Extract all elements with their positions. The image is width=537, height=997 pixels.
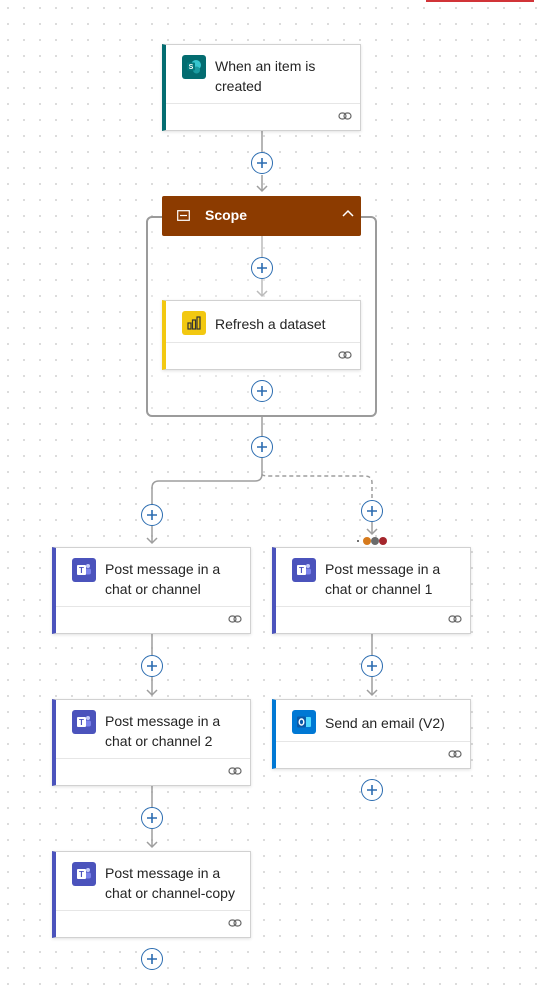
add-step-button[interactable] bbox=[251, 152, 273, 174]
add-step-button[interactable] bbox=[251, 257, 273, 279]
link-icon[interactable] bbox=[338, 110, 352, 122]
powerbi-icon bbox=[182, 311, 206, 335]
add-step-button[interactable] bbox=[251, 436, 273, 458]
chevron-up-icon[interactable] bbox=[341, 208, 355, 218]
outlook-icon bbox=[292, 710, 316, 734]
link-icon[interactable] bbox=[448, 748, 462, 760]
add-parallel-branch-button[interactable] bbox=[361, 500, 383, 522]
post-message-card[interactable]: T Post message in a chat or channel-copy bbox=[52, 851, 251, 938]
svg-text:S: S bbox=[189, 64, 194, 71]
post-message-card[interactable]: T Post message in a chat or channel 2 bbox=[52, 699, 251, 786]
sharepoint-icon: S bbox=[182, 55, 206, 79]
trigger-title: When an item is created bbox=[215, 58, 316, 94]
teams-icon: T bbox=[72, 862, 96, 886]
svg-text:T: T bbox=[299, 566, 304, 575]
add-step-button[interactable] bbox=[361, 655, 383, 677]
scope-title: Scope bbox=[205, 207, 248, 223]
teams-icon: T bbox=[72, 558, 96, 582]
link-icon[interactable] bbox=[228, 765, 242, 777]
add-step-button[interactable] bbox=[251, 380, 273, 402]
refresh-dataset-card[interactable]: Refresh a dataset bbox=[162, 300, 361, 370]
link-icon[interactable] bbox=[338, 349, 352, 361]
svg-text:T: T bbox=[79, 870, 84, 879]
scope-header[interactable]: Scope bbox=[162, 196, 361, 236]
post-message-title: Post message in a chat or channel 1 bbox=[325, 561, 441, 597]
send-email-title: Send an email (V2) bbox=[325, 715, 445, 731]
status-dot bbox=[363, 537, 371, 545]
scope-icon bbox=[177, 210, 190, 221]
status-dot bbox=[371, 537, 379, 545]
add-step-button[interactable] bbox=[141, 948, 163, 970]
refresh-dataset-title: Refresh a dataset bbox=[215, 316, 326, 332]
top-accent-bar bbox=[426, 0, 534, 2]
teams-icon: T bbox=[72, 710, 96, 734]
send-email-card[interactable]: Send an email (V2) bbox=[272, 699, 471, 769]
add-step-button[interactable] bbox=[141, 504, 163, 526]
post-message-title: Post message in a chat or channel bbox=[105, 561, 221, 597]
trigger-card[interactable]: S When an item is created bbox=[162, 44, 361, 131]
svg-text:T: T bbox=[79, 718, 84, 727]
status-dot bbox=[379, 537, 387, 545]
link-icon[interactable] bbox=[228, 613, 242, 625]
add-step-button[interactable] bbox=[141, 807, 163, 829]
link-icon[interactable] bbox=[448, 613, 462, 625]
add-step-button[interactable] bbox=[141, 655, 163, 677]
svg-text:T: T bbox=[79, 566, 84, 575]
post-message-card[interactable]: T Post message in a chat or channel 1 bbox=[272, 547, 471, 634]
status-dot bbox=[357, 540, 359, 542]
post-message-title: Post message in a chat or channel 2 bbox=[105, 713, 221, 749]
post-message-card[interactable]: T Post message in a chat or channel bbox=[52, 547, 251, 634]
add-step-button[interactable] bbox=[361, 779, 383, 801]
teams-icon: T bbox=[292, 558, 316, 582]
link-icon[interactable] bbox=[228, 917, 242, 929]
post-message-title: Post message in a chat or channel-copy bbox=[105, 865, 235, 901]
